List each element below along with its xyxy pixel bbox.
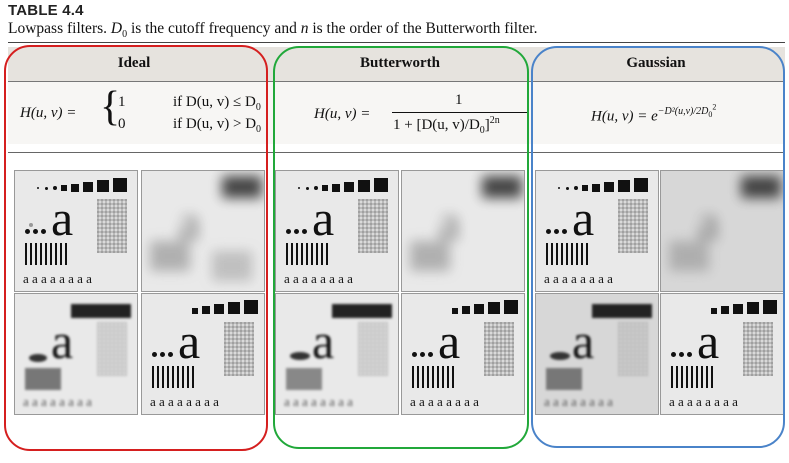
gaussian-original-image: a a a a a a a a a	[535, 170, 659, 292]
ideal-lowpass-small-cutoff: a	[141, 170, 265, 292]
butterworth-lowpass-medium-cutoff: a a a a a a a a a	[275, 293, 399, 415]
formula-row	[8, 82, 785, 144]
column-head-butterworth: Butterworth	[360, 55, 440, 71]
ideal-brace: {	[100, 84, 121, 130]
column-head-ideal: Ideal	[117, 55, 151, 71]
gaussian-lowpass-large-cutoff: a a a a a a a a a	[660, 293, 784, 415]
ideal-lowpass-medium-cutoff: a a a a a a a a a	[14, 293, 138, 415]
ideal-original-image: a a a a a a a a a	[14, 170, 138, 292]
butterworth-lowpass-large-cutoff: a a a a a a a a a	[401, 293, 525, 415]
butterworth-original-image: a a a a a a a a a	[275, 170, 399, 292]
header-strip	[8, 47, 785, 81]
ideal-lowpass-large-cutoff: a a a a a a a a a	[141, 293, 265, 415]
column-head-gaussian: Gaussian	[626, 55, 686, 71]
table-caption: Lowpass filters. D0 is the cutoff freque…	[8, 20, 538, 41]
butterworth-numerator: 1	[455, 92, 463, 108]
table-label: TABLE 4.4	[8, 2, 84, 19]
gaussian-highlight-frame	[531, 46, 785, 448]
butterworth-highlight-frame	[273, 46, 529, 449]
fraction-bar	[392, 112, 527, 113]
butterworth-denominator: 1 + [D(u, v)/D0]2n	[393, 115, 500, 136]
gaussian-lowpass-medium-cutoff: a a a a a a a a a	[535, 293, 659, 415]
ideal-case1: 1 if D(u, v) ≤ D0	[118, 94, 261, 113]
butterworth-formula-lhs: H(u, v) =	[314, 106, 371, 122]
gaussian-formula: H(u, v) = e−D²(u,v)/2D02	[591, 103, 717, 125]
formula-divider	[8, 152, 785, 153]
header-divider	[8, 81, 785, 82]
top-rule	[8, 42, 785, 43]
ideal-formula-lhs: H(u, v) =	[20, 105, 77, 121]
ideal-case2: 0 if D(u, v) > D0	[118, 116, 262, 135]
butterworth-lowpass-small-cutoff: a	[401, 170, 525, 292]
ideal-highlight-frame	[4, 45, 268, 451]
